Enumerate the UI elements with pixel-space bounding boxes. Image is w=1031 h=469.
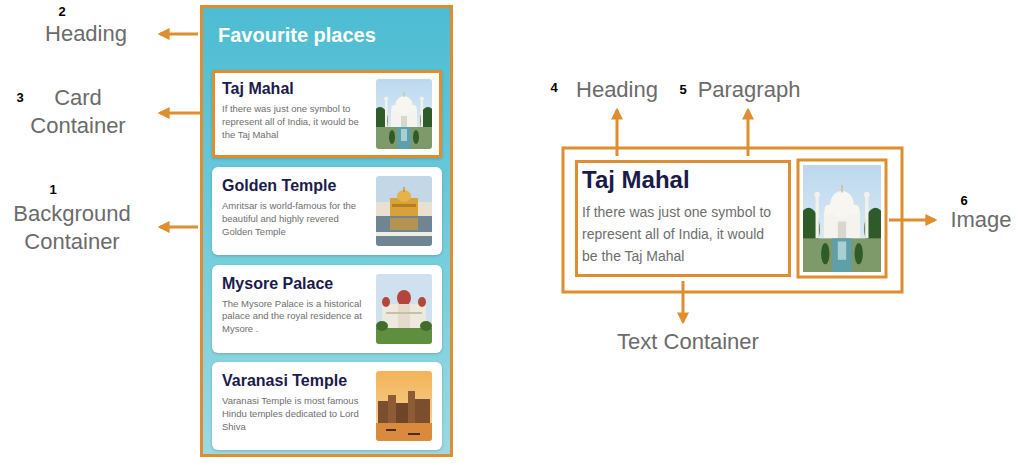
place-picture: [376, 176, 432, 246]
card-container: Taj Mahal If there was just one symbol to…: [212, 70, 442, 158]
part-label: Card Container: [22, 84, 134, 140]
heading-text: Favourite places: [218, 24, 376, 47]
callout-number: 4: [544, 80, 564, 96]
heading-text: Mysore Palace: [222, 274, 368, 293]
text-container: Taj Mahal If there was just one symbol to…: [575, 160, 791, 277]
leader-arrow: [747, 110, 750, 156]
part-label: Background Container: [2, 200, 142, 256]
leader-arrow: [160, 226, 198, 229]
picture-part: [376, 79, 432, 149]
part-label: Text Container: [588, 328, 788, 356]
image-frame: [798, 160, 886, 277]
card-container: Golden TempleAmritsar is world-famous fo…: [212, 167, 442, 255]
picture-part: [376, 371, 432, 441]
callout-number: 3: [10, 90, 30, 106]
leader-arrow: [616, 110, 619, 156]
place-picture: [376, 79, 432, 149]
background-container: Favourite placesTaj Mahal If there was ju…: [200, 5, 453, 457]
place-picture: [376, 371, 432, 441]
paragraph-text: Amritsar is world-famous for the beautif…: [222, 200, 368, 238]
picture-part: [376, 274, 432, 344]
text-column: Mysore PalaceThe Mysore Palace is a hist…: [222, 274, 368, 336]
card-frame: [563, 148, 902, 292]
callout-number: 2: [52, 4, 72, 20]
card-container: Mysore PalaceThe Mysore Palace is a hist…: [212, 265, 442, 353]
text-column: Golden TempleAmritsar is world-famous fo…: [222, 176, 368, 238]
heading-text: Taj Mahal: [222, 79, 368, 98]
text-column: Taj Mahal If there was just one symbol to…: [222, 79, 368, 141]
picture-part: [376, 176, 432, 246]
heading-text: Varanasi Temple: [222, 371, 368, 390]
text-column: Varanasi TempleVaranasi Temple is most f…: [222, 371, 368, 433]
card-container: Varanasi TempleVaranasi Temple is most f…: [212, 362, 442, 450]
paragraph-text: The Mysore Palace is a historical palace…: [222, 298, 368, 336]
leader-arrow: [160, 33, 198, 36]
part-label: Heading: [11, 20, 161, 48]
paragraph-text: If there was just one symbol to represen…: [582, 201, 782, 267]
heading-text: Golden Temple: [222, 176, 368, 195]
heading-text: Taj Mahal: [582, 165, 782, 195]
callout-number: 1: [43, 182, 63, 198]
part-label: Heading: [562, 76, 672, 104]
taj-picture: [797, 165, 886, 272]
callout-number: 6: [954, 193, 974, 209]
callout-number: 5: [673, 82, 693, 98]
part-label: Paragraph: [684, 76, 814, 104]
paragraph-text: If there was just one symbol to represen…: [222, 103, 368, 141]
place-picture: [376, 274, 432, 344]
leader-arrow: [889, 219, 935, 222]
leader-arrow: [682, 281, 685, 322]
paragraph-text: Varanasi Temple is most famous Hindu tem…: [222, 395, 368, 433]
part-label: Image: [941, 206, 1021, 234]
